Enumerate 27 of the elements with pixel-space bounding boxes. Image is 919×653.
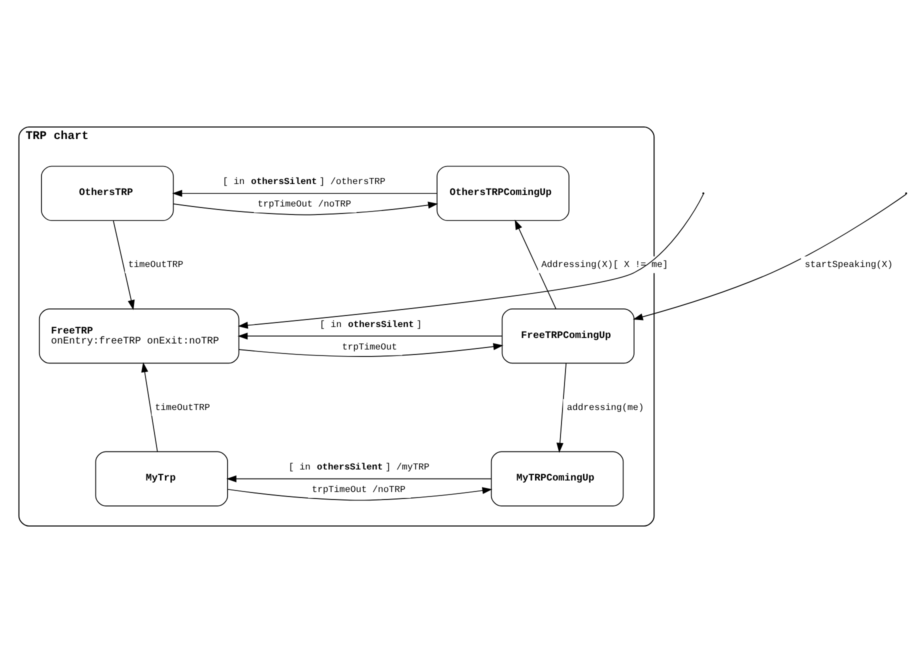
arrow	[112, 220, 135, 310]
node-box: FreeTRPComingUp	[502, 308, 634, 364]
edge-label: [ in othersSilent]	[320, 318, 422, 330]
arrow	[141, 362, 158, 452]
node-box: MyTRPComingUp	[490, 451, 624, 506]
arrow	[173, 202, 438, 216]
edge-label: trpTimeOut /noTRP	[312, 484, 406, 496]
arrow	[226, 475, 492, 482]
arrow	[514, 220, 556, 310]
edge-label: [ in othersSilent] /othersTRP	[222, 176, 386, 188]
arrow	[172, 190, 438, 197]
arrow	[556, 363, 566, 453]
node-box: OthersTRP	[41, 166, 174, 221]
node-box: OthersTRPComingUp	[436, 166, 570, 221]
arrow	[227, 487, 492, 501]
node-box: MyTrp	[95, 451, 228, 506]
edge-label: startSpeaking(X)	[804, 259, 893, 270]
edge-label: trpTimeOut	[342, 341, 398, 352]
edge-label: addressing(me)	[566, 402, 644, 413]
edge-label: [ in othersSilent] /myTRP	[288, 461, 430, 472]
arrow	[238, 343, 504, 357]
node-box: FreeTRP onEntry:freeTRP onExit:noTRP	[38, 308, 240, 364]
edge-label: timeOutTRP	[128, 259, 184, 270]
edge-label: timeOutTRP	[154, 402, 210, 413]
arrow	[632, 194, 907, 320]
edge-label: trpTimeOut /noTRP	[258, 198, 352, 210]
arrow	[238, 332, 502, 340]
